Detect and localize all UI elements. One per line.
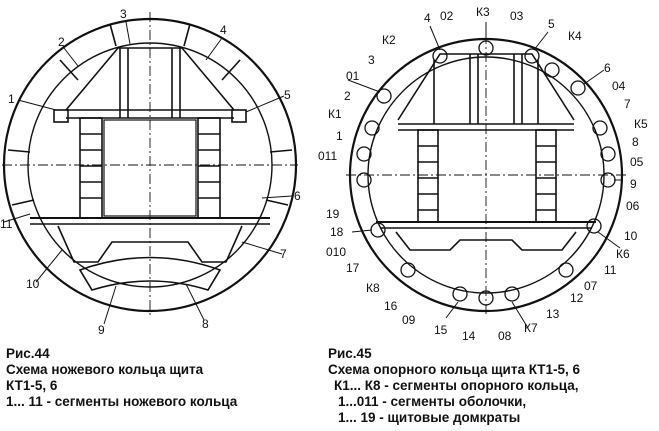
label-14: 14 [462,329,476,343]
label-7: 7 [280,247,287,261]
label-12: 12 [570,291,584,305]
label-011: 011 [318,149,337,163]
label-9: 9 [630,177,637,191]
label-K7: К7 [524,321,538,335]
label-1: 1 [8,92,15,106]
label-04: 04 [612,79,626,93]
knife-ring-drawing [2,12,298,325]
label-02: 02 [440,9,454,23]
fig44-title: Рис.44 [6,346,50,361]
label-010: 010 [326,245,346,259]
label-18: 18 [330,225,344,239]
knife-ring-labels: 1 2 3 4 5 6 7 8 9 10 11 [0,7,301,337]
label-03: 03 [510,9,524,23]
fig45-caption-line2: К1... К8 - сегменты опорного кольца, [334,378,579,393]
label-7: 7 [624,97,631,111]
label-K4: К4 [568,29,582,43]
label-19: 19 [326,207,340,221]
label-2: 2 [58,35,65,49]
label-8: 8 [202,317,209,331]
label-15: 15 [434,323,448,337]
label-6: 6 [604,61,611,75]
fig44-caption-line2: КТ1-5, 6 [6,378,58,393]
label-13: 13 [546,307,560,321]
label-4: 4 [220,23,227,37]
label-06: 06 [626,199,640,213]
label-K6: К6 [616,247,630,261]
label-1: 1 [336,129,343,143]
label-3: 3 [368,53,375,67]
fig44-caption-line1: Схема ножевого кольца щита [6,362,204,377]
label-K2: К2 [382,33,396,47]
fig45-caption-line1: Схема опорного кольца щита КТ1-5, 6 [328,362,581,377]
fig45-caption-line4: 1... 19 - щитовые домкраты [338,410,521,425]
label-9: 9 [98,323,105,337]
label-16: 16 [384,299,398,313]
label-6: 6 [294,189,301,203]
label-4: 4 [424,11,431,25]
label-3: 3 [120,7,127,21]
label-K5: К5 [634,117,648,131]
label-11: 11 [604,263,617,277]
label-01: 01 [346,69,360,83]
label-10: 10 [624,229,638,243]
label-K1: К1 [328,107,342,121]
support-ring-labels: 4 02 К3 03 5 К4 6 К2 3 01 2 К1 1 011 19 … [318,5,648,343]
label-17: 17 [346,261,360,275]
label-07: 07 [584,279,598,293]
label-10: 10 [26,277,40,291]
fig44-caption-line3: 1... 11 - сегменты ножевого кольца [6,394,238,409]
support-ring-drawing [346,22,626,329]
label-K3: К3 [476,5,490,19]
label-K8: К8 [366,281,380,295]
fig45-caption-line3: 1...011 - сегменты оболочки, [338,394,527,409]
label-09: 09 [402,313,416,327]
label-05: 05 [630,155,644,169]
label-5: 5 [548,17,555,31]
label-11: 11 [0,217,13,231]
label-2: 2 [344,89,351,103]
label-8: 8 [632,135,639,149]
label-08: 08 [498,329,512,343]
label-5: 5 [284,88,291,102]
fig45-title: Рис.45 [328,346,372,361]
